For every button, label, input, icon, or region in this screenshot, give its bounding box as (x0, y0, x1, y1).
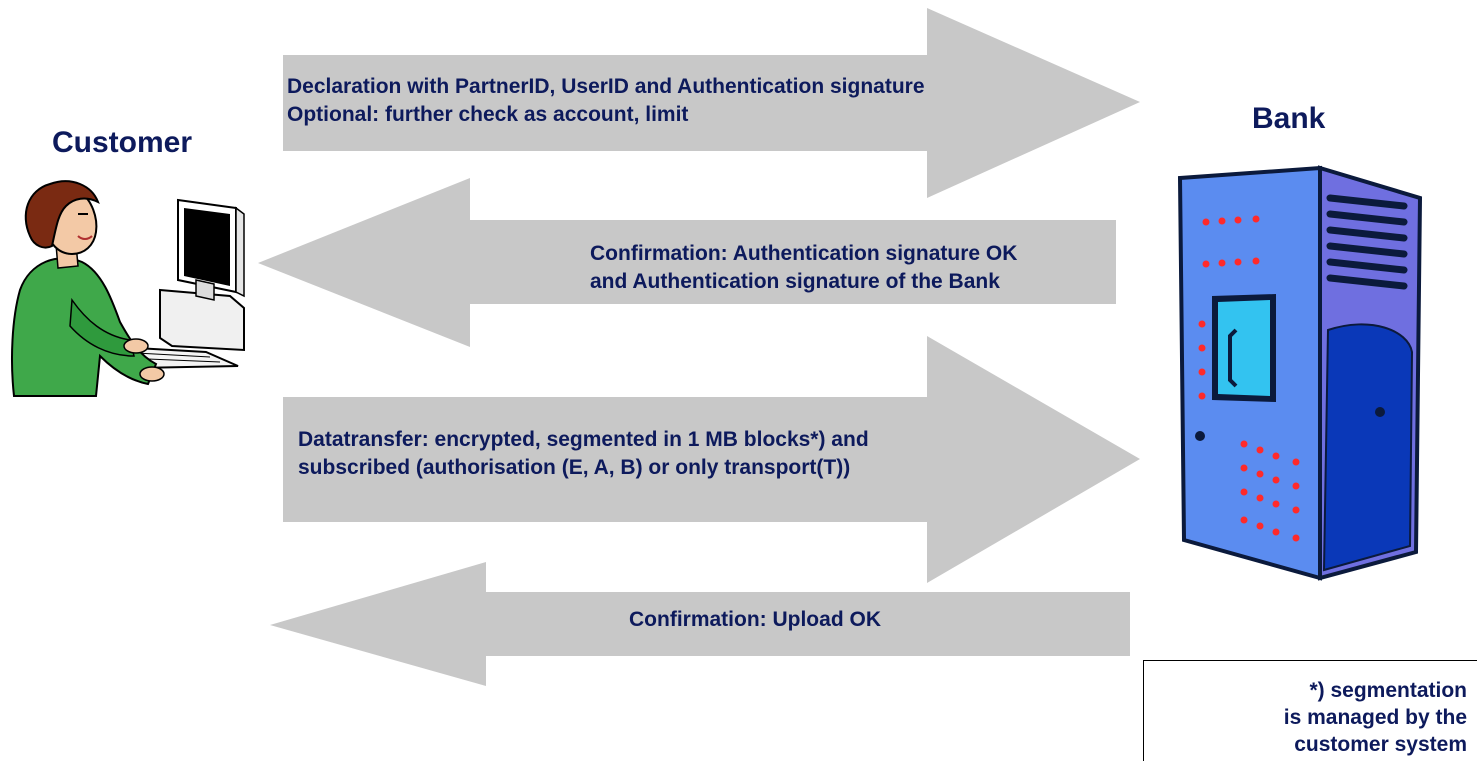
declaration-line-2: Optional: further check as account, limi… (287, 103, 689, 126)
footnote-line-2: is managed by the (1283, 706, 1467, 729)
confirmation-auth-line-1: Confirmation: Authentication signature O… (590, 242, 1018, 265)
arrow-declaration-to-bank (283, 8, 1140, 198)
footnote-text: *) segmentation is managed by the custom… (1284, 677, 1467, 758)
confirmation-upload-message: Confirmation: Upload OK (629, 606, 881, 634)
server-tower-icon (1177, 165, 1423, 581)
arrow-confirmation-upload-to-customer (270, 562, 1130, 686)
footnote-box: *) segmentation is managed by the custom… (1143, 660, 1477, 761)
confirmation-auth-line-2: and Authentication signature of the Bank (590, 270, 1000, 293)
declaration-message: Declaration with PartnerID, UserID and A… (287, 73, 925, 129)
arrow-datatransfer-to-bank (283, 336, 1140, 583)
arrow-confirmation-auth-to-customer (258, 178, 1116, 347)
footnote-line-3: customer system (1294, 733, 1467, 756)
confirmation-auth-message: Confirmation: Authentication signature O… (590, 240, 1017, 296)
person-at-computer-icon (11, 180, 245, 397)
footnote-line-1: *) segmentation (1309, 679, 1467, 702)
customer-label: Customer (52, 126, 193, 159)
confirmation-upload-line-1: Confirmation: Upload OK (629, 608, 881, 631)
bank-label: Bank (1252, 102, 1326, 135)
datatransfer-line-2: subscribed (authorisation (E, A, B) or o… (298, 456, 851, 479)
declaration-line-1: Declaration with PartnerID, UserID and A… (287, 75, 925, 98)
datatransfer-line-1: Datatransfer: encrypted, segmented in 1 … (298, 428, 869, 451)
datatransfer-message: Datatransfer: encrypted, segmented in 1 … (298, 426, 869, 482)
